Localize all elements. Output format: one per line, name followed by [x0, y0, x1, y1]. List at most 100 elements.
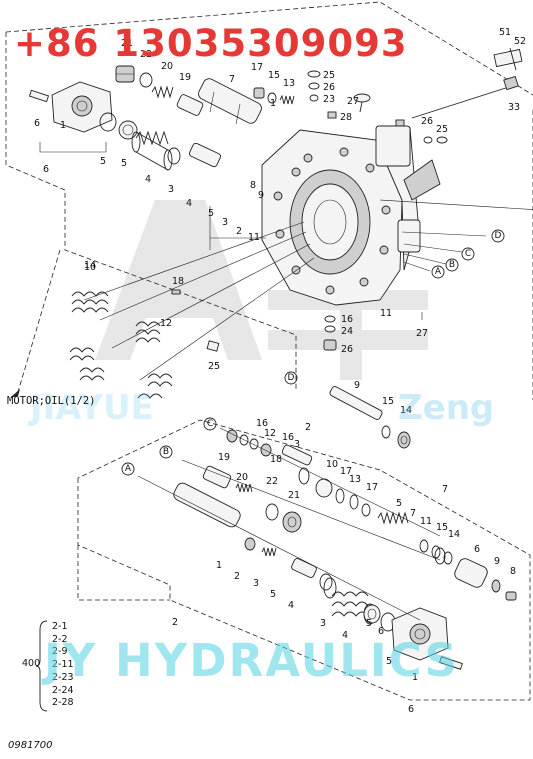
long-bolt-33	[411, 75, 519, 119]
callout-label: 16	[282, 432, 294, 443]
kit-item: 2-11	[52, 659, 74, 671]
cap-25	[307, 70, 321, 78]
callout-label: 17	[366, 482, 378, 493]
upper-assembly-boundary	[5, 32, 297, 390]
callout-label: 12	[264, 428, 276, 439]
kit-item: 2-1	[52, 621, 68, 632]
b-row-parts	[202, 465, 302, 533]
svg-text:D: D	[288, 373, 295, 383]
callout-label: 5	[396, 498, 402, 509]
callout-label: 5	[270, 589, 276, 600]
leader-right	[379, 199, 533, 210]
svg-text:D: D	[495, 231, 502, 241]
circle-marker-B-lower: B	[159, 445, 173, 459]
callout-label: 14	[448, 529, 460, 540]
spring-upper-large	[131, 130, 173, 171]
nameplate-51	[493, 48, 523, 68]
phone-watermark: +86 13035309093	[14, 22, 408, 65]
drawing-number: 0981700	[8, 740, 53, 751]
callout-label: 21	[288, 490, 300, 501]
brand-watermark-mid-left: JIAYUE	[30, 388, 154, 428]
callout-label: 9	[354, 380, 360, 391]
callout-label: 26	[341, 344, 353, 355]
svg-text:B: B	[449, 260, 455, 270]
bracket-6	[39, 142, 107, 153]
cap-25-lower	[323, 339, 337, 351]
callout-label: 6	[474, 544, 480, 555]
callout-label: 18	[172, 276, 184, 287]
kit-item: 2-23	[52, 671, 74, 683]
circle-marker-C-upper: C	[461, 247, 475, 261]
kit-item: 2-9	[52, 646, 68, 658]
callout-label: 19	[179, 72, 191, 83]
callout-label: 17	[340, 466, 352, 477]
svg-text:B: B	[163, 447, 169, 457]
callout-label: 5	[208, 208, 214, 219]
callout-label: 25	[323, 70, 335, 81]
o-ring-upper	[139, 72, 153, 88]
cover-plate-lower	[391, 607, 463, 670]
plug-14	[397, 431, 411, 449]
callout-label: 5	[121, 158, 127, 169]
callout-label: 20	[161, 61, 173, 72]
circle-marker-C-lower: C	[203, 417, 217, 431]
callout-label: 5	[386, 656, 392, 667]
c-row-parts	[226, 429, 453, 565]
callout-label: 1	[60, 120, 66, 131]
a-row-parts	[173, 482, 333, 591]
callout-label: 21	[121, 38, 133, 49]
callout-label: 3	[320, 618, 326, 629]
callout-label: 2	[305, 422, 311, 433]
motor-oil-label: MOTOR;OIL(1/2)	[7, 395, 96, 407]
plug-28-right	[395, 119, 405, 127]
plug-28-left	[327, 111, 337, 119]
oil-arrow-line	[17, 249, 61, 393]
svg-text:A: A	[125, 464, 132, 474]
guide-B	[403, 253, 447, 265]
callout-label: 4	[288, 600, 294, 611]
cap-25-right	[436, 136, 448, 144]
callout-label: 14	[84, 260, 96, 271]
seal-rings-lower	[363, 604, 396, 632]
guide-A	[403, 261, 431, 272]
kit-brace	[36, 620, 48, 712]
callout-label: 14	[400, 405, 412, 416]
callout-label: 3	[253, 578, 259, 589]
leader-lower-a	[137, 475, 421, 621]
leader-lower-c	[219, 427, 441, 537]
guide-D	[401, 231, 487, 237]
callout-label: 17	[251, 62, 263, 73]
callout-label: 25	[436, 124, 448, 135]
kit-item: 2-24	[52, 684, 74, 696]
callout-label: 33	[508, 102, 520, 113]
callout-label: 7	[410, 508, 416, 519]
callout-label: 1	[216, 560, 222, 571]
kit-item: 2-28	[52, 697, 74, 709]
callout-label: 4	[186, 198, 192, 209]
circle-marker-A-lower: A	[121, 462, 135, 476]
callout-label: 26	[421, 116, 433, 127]
callout-label: 24	[341, 326, 353, 337]
callout-label: 15	[268, 70, 280, 81]
callout-label: 10	[84, 262, 96, 273]
callout-label: 6	[408, 704, 414, 715]
callout-label: 11	[420, 516, 432, 527]
spool-upper	[167, 142, 222, 168]
callout-label: 15	[436, 522, 448, 533]
callout-label: 5	[366, 618, 372, 629]
callout-label: 9	[494, 556, 500, 567]
leader-port-1	[83, 221, 305, 301]
kit-item: 2-2	[52, 633, 68, 645]
plug-17	[253, 87, 265, 99]
callout-label: 19	[218, 452, 230, 463]
callout-label: 3	[222, 217, 228, 228]
ring-15-lower	[381, 425, 391, 439]
svg-text:C: C	[207, 419, 213, 429]
pin-27-lower	[206, 340, 220, 352]
callout-label: 2	[236, 226, 242, 237]
cover-plate-upper	[28, 81, 113, 133]
ring-26	[308, 82, 320, 90]
callout-label: 7	[442, 484, 448, 495]
plug-24	[324, 315, 336, 323]
